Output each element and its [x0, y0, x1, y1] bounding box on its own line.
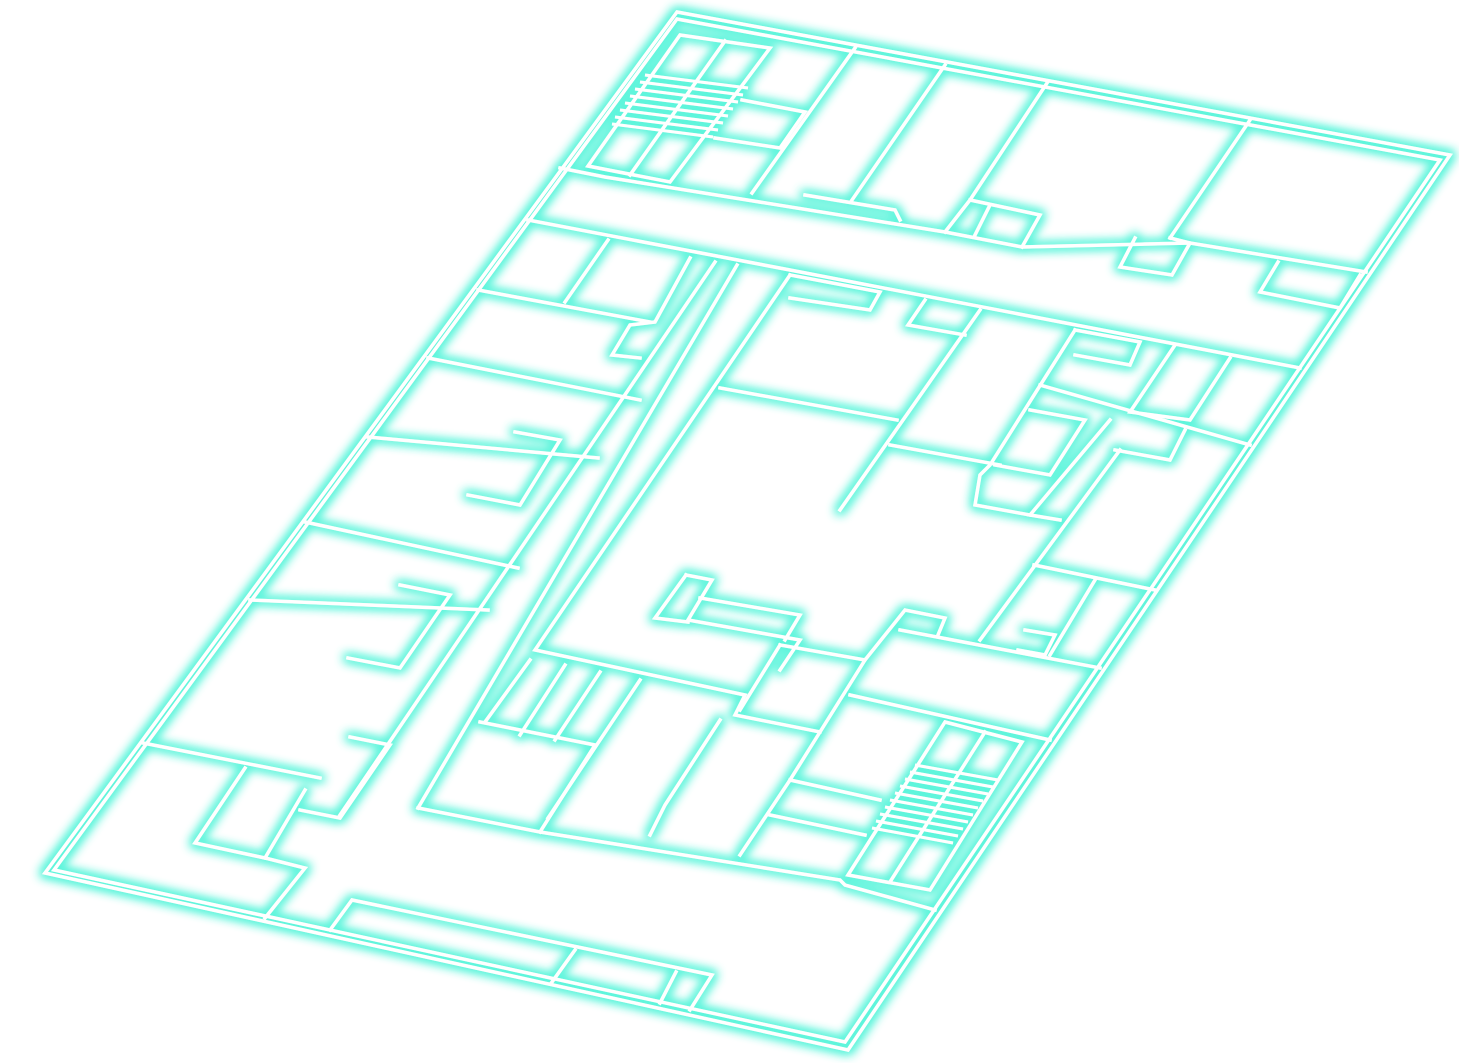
lower-room-wall — [647, 717, 723, 838]
left-room-wall — [475, 287, 653, 325]
center-room-wall — [847, 692, 1053, 743]
center-room-wall — [787, 657, 868, 783]
top-room-wall — [1117, 235, 1193, 277]
left-room-wall — [465, 429, 563, 507]
lower-room-wall — [477, 719, 598, 835]
left-room-wall — [140, 740, 323, 781]
stair-top — [585, 33, 774, 184]
lower-room-wall — [482, 657, 533, 725]
top-room-wall — [802, 192, 903, 223]
left-room-wall — [609, 255, 693, 360]
lower-room-wall — [787, 777, 883, 803]
top-room-wall — [1257, 259, 1363, 310]
right-room-wall — [1026, 417, 1113, 523]
left-room-wall — [248, 598, 490, 612]
center-room-wall — [897, 627, 1103, 671]
center-room-wall — [887, 442, 1003, 468]
left-room-wall — [302, 519, 521, 571]
lower-room-wall — [737, 777, 793, 858]
left-room-wall — [262, 787, 309, 921]
center-room-wall — [837, 307, 983, 513]
stair-treads — [871, 763, 999, 845]
top-room-wall — [713, 97, 808, 150]
right-room-wall — [972, 327, 1078, 518]
center-room-wall — [737, 642, 783, 713]
top-room-wall — [942, 80, 1050, 235]
lower-room-wall — [517, 662, 568, 738]
stair-bottom — [845, 719, 1025, 892]
corridor-bottom-wall — [525, 217, 1303, 371]
vertical-corridor-right-wall — [415, 262, 740, 811]
outer-wall-inner — [50, 17, 1443, 1044]
left-room-wall — [192, 765, 268, 861]
vertical-corridor-left-wall — [337, 259, 718, 818]
center-block-wall — [532, 272, 823, 735]
left-room-wall — [425, 355, 643, 403]
center-room-wall — [787, 272, 883, 312]
left-room-wall — [562, 237, 611, 305]
center-room-wall — [651, 572, 690, 624]
right-room-wall — [1015, 627, 1058, 657]
stair-treads — [611, 73, 749, 139]
right-room-wall — [1112, 427, 1188, 462]
top-room-wall — [972, 202, 993, 238]
top-room-wall — [1167, 117, 1253, 241]
center-room-wall — [717, 385, 900, 423]
right-room-wall — [1031, 562, 1158, 593]
bottom-room-wall — [327, 898, 715, 1013]
stair-divider — [887, 729, 988, 885]
top-room-wall — [849, 62, 948, 203]
left-room-wall — [345, 582, 453, 670]
bottom-room-wall — [657, 969, 679, 1006]
center-room-wall — [905, 297, 968, 338]
corridor-top-wall — [557, 165, 1369, 275]
bottom-room-wall — [549, 947, 578, 985]
left-room-wall — [366, 435, 600, 460]
right-room-wall — [1072, 327, 1143, 367]
lower-room-wall — [767, 812, 868, 838]
right-room-wall — [977, 447, 1123, 643]
lower-room-wall — [552, 669, 603, 743]
center-room-wall — [683, 572, 803, 673]
bottom-corridor-wall — [415, 805, 938, 913]
top-room-wall — [749, 45, 858, 196]
center-room-wall — [697, 595, 803, 643]
lower-room-wall — [545, 677, 643, 821]
stair-divider — [627, 38, 728, 178]
right-room-wall — [1126, 342, 1233, 422]
left-room-wall — [297, 734, 393, 820]
right-room-wall — [1047, 577, 1098, 658]
center-room-wall — [777, 608, 948, 662]
right-room-wall — [992, 407, 1088, 477]
top-room-wall — [967, 197, 1043, 250]
outer-wall — [41, 10, 1453, 1052]
